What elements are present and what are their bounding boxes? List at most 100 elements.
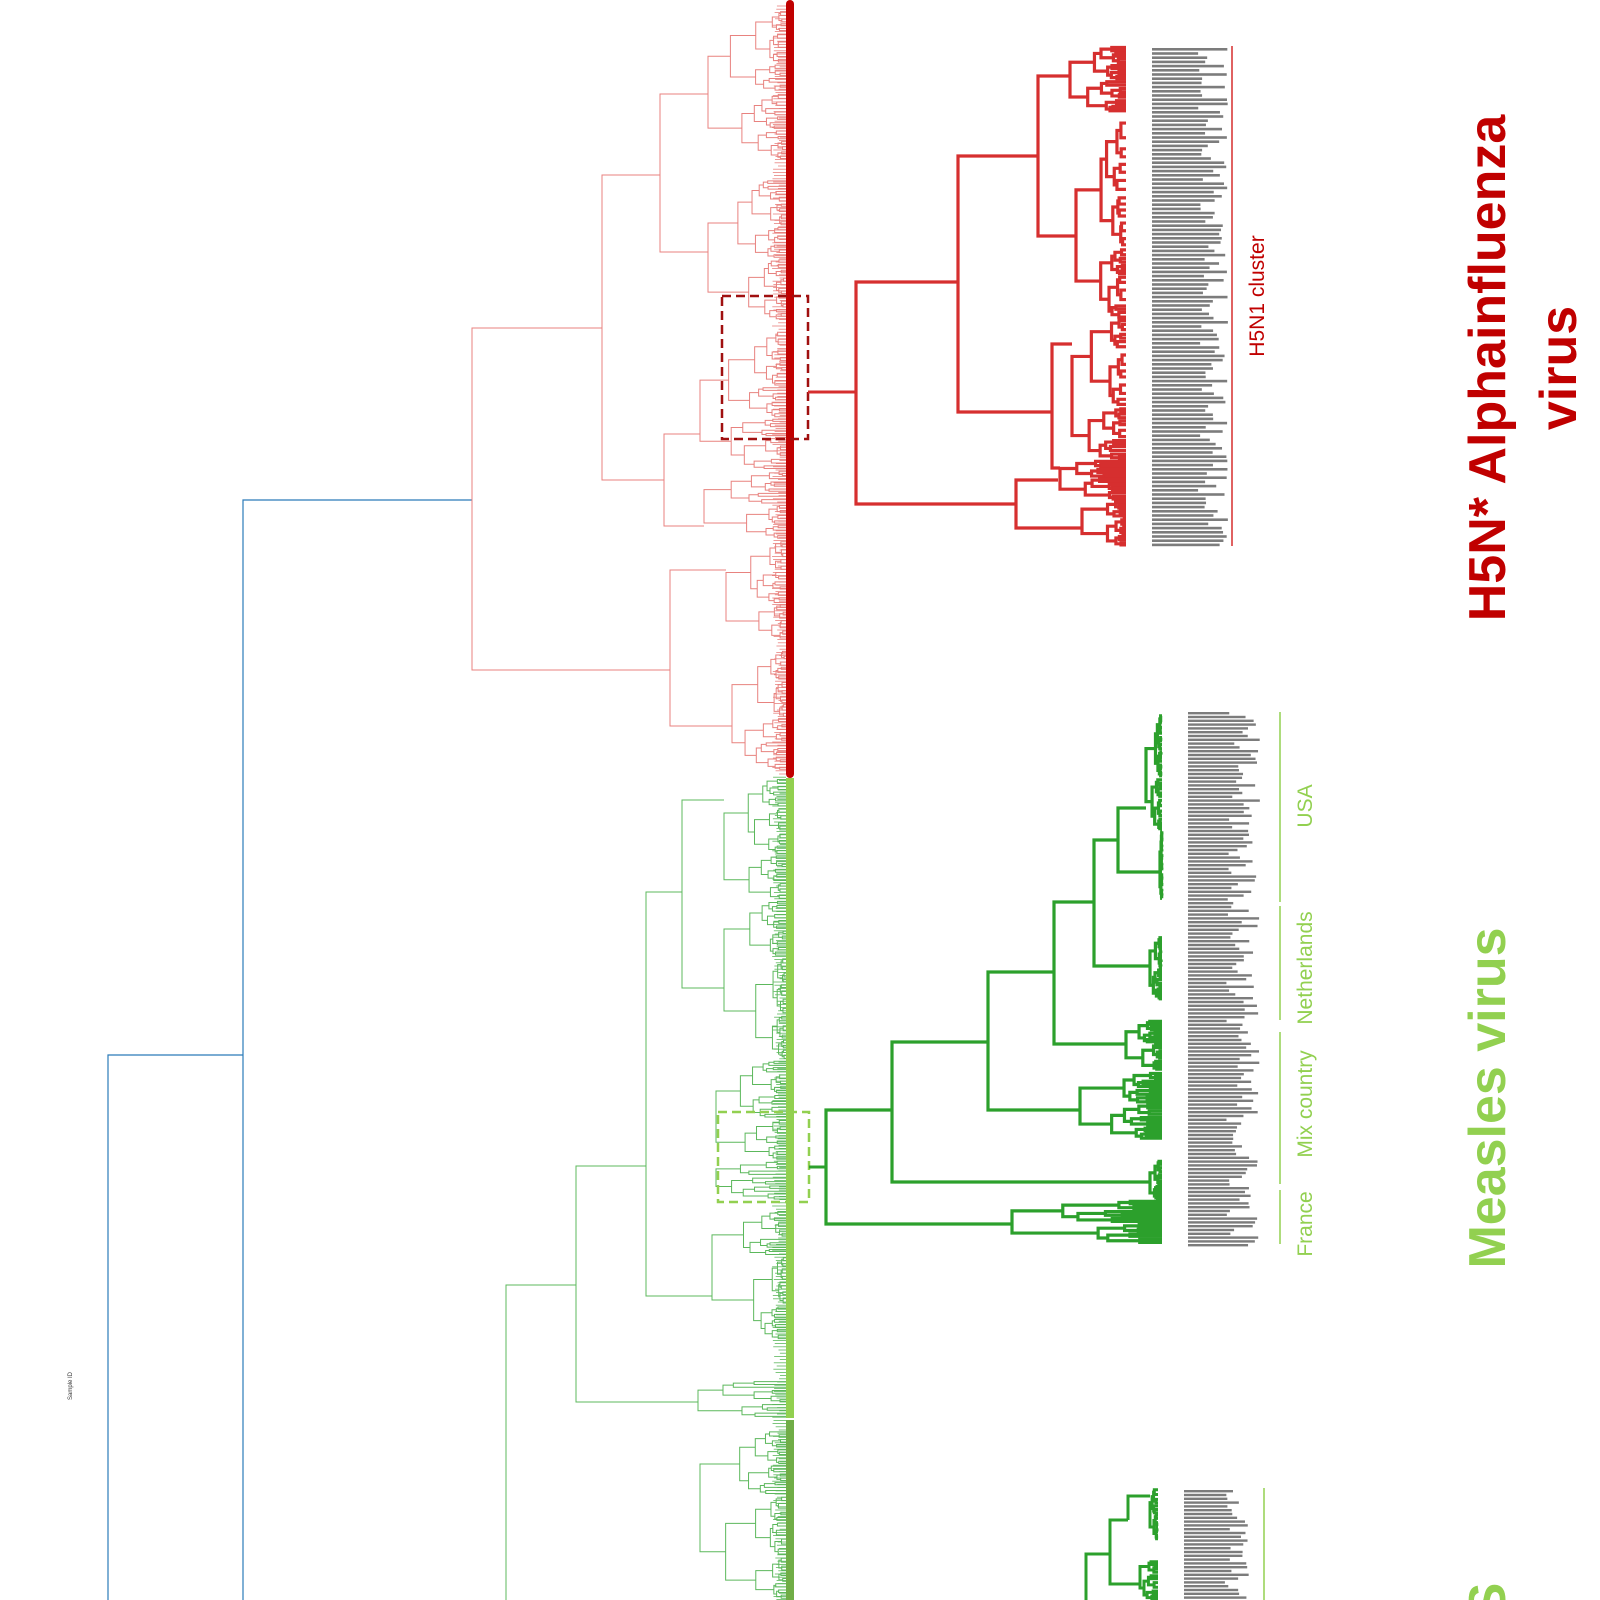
tree-branch (755, 69, 770, 85)
leaf-label-mark (1188, 947, 1240, 950)
tree-branch (1112, 439, 1126, 446)
leaf-label-mark (1188, 776, 1243, 779)
tree-branch (768, 508, 778, 521)
leaf-label-mark (1188, 833, 1249, 836)
tree-branch (1158, 972, 1162, 979)
leaf-label-mark (1188, 1232, 1231, 1235)
h5n1-cluster-label: H5N1 cluster (1246, 235, 1269, 356)
leaf-label-mark (1152, 190, 1214, 194)
leaf-label-mark (1152, 195, 1222, 198)
lower-zoom-leaf-labels (1184, 1490, 1249, 1599)
leaf-label-mark (1188, 951, 1254, 954)
tree-branch (1116, 358, 1122, 376)
tree-branch (765, 432, 786, 437)
tree-branch (774, 380, 786, 386)
tree-branch (1119, 526, 1126, 535)
tree-branch (761, 429, 786, 436)
tree-branch (777, 349, 786, 355)
tree-branch (1114, 536, 1122, 546)
tree-branch (773, 875, 786, 881)
leaf-label-mark (1188, 1217, 1258, 1220)
leaf-label-mark (1152, 367, 1213, 370)
leaf-label-mark (1188, 719, 1254, 722)
tree-branch (756, 1126, 773, 1141)
tree-branch (782, 630, 786, 635)
leaf-label-mark (1184, 1547, 1231, 1550)
tree-branch (1156, 801, 1161, 815)
tree-branch (782, 611, 786, 616)
leaf-label-mark (1152, 106, 1199, 110)
tree-branch (739, 1446, 756, 1482)
leaf-label-mark (1188, 936, 1231, 939)
leaf-label-mark (1152, 308, 1202, 311)
tree-branch (768, 1467, 777, 1478)
tree-branch (773, 244, 786, 248)
tree-branch (776, 1165, 786, 1170)
tree-branch (775, 687, 781, 700)
leaf-label-mark (1188, 1122, 1242, 1125)
tree-branch (748, 1472, 769, 1490)
tree-branch (776, 752, 786, 756)
leaf-label-mark (1188, 784, 1256, 787)
leaf-label-mark (1188, 814, 1252, 817)
leaf-label-mark (1188, 1179, 1230, 1182)
leaf-label-mark (1188, 753, 1251, 757)
tree-branch (778, 1119, 786, 1125)
tree-branch (768, 78, 786, 83)
tree-branch (1109, 321, 1120, 342)
leaf-label-mark (1152, 442, 1216, 446)
leaf-label-mark (1188, 803, 1244, 806)
tree-branch (1119, 369, 1126, 379)
tree-branch (1114, 304, 1126, 311)
leaf-label-mark (1152, 283, 1209, 286)
tree-branch (774, 1324, 786, 1328)
tree-branch (1099, 462, 1126, 469)
leaf-label-mark (1188, 731, 1243, 734)
tree-branch (1108, 444, 1126, 453)
tree-branch (956, 154, 1038, 282)
leaf-label-mark (1188, 1209, 1230, 1213)
tree-branch (1114, 51, 1126, 58)
leaf-label-mark (1188, 822, 1250, 825)
tree-branch (765, 1161, 778, 1169)
tree-branch (1137, 1223, 1162, 1229)
tree-branch (765, 1181, 786, 1185)
mix-country-label: Mix country (1294, 1050, 1317, 1158)
leaf-label-mark (1188, 1027, 1241, 1030)
tree-branch (757, 492, 786, 497)
tree-branch (1137, 1104, 1150, 1115)
tree-branch (777, 116, 786, 120)
leaf-label-mark (1152, 535, 1227, 538)
tree-branch (772, 1152, 778, 1159)
tree-branch (1154, 1074, 1162, 1081)
leaf-label-mark (1188, 1042, 1251, 1045)
tree-branch (776, 52, 786, 57)
tree-branch (779, 1229, 786, 1236)
tree-branch (1121, 237, 1126, 247)
tree-branch (1111, 494, 1126, 501)
tree-branch (761, 1215, 776, 1229)
leaf-label-mark (1188, 757, 1256, 760)
tree-branch (773, 693, 780, 712)
tree-branch (1148, 1031, 1162, 1039)
leaf-label-mark (1188, 772, 1244, 776)
leaf-label-mark (1152, 531, 1224, 534)
leaf-label-mark (1152, 375, 1206, 379)
tree-branch (1132, 1204, 1162, 1211)
tree-branch (645, 891, 712, 1297)
tree-branch (1158, 809, 1162, 818)
leaf-label-mark (1184, 1490, 1233, 1493)
tree-branch (1106, 65, 1112, 77)
tree-branch (764, 419, 773, 426)
tree-branch (779, 632, 786, 639)
tree-branch (1086, 86, 1107, 108)
tree-branch (1106, 1233, 1140, 1243)
leaf-label-mark (1152, 69, 1200, 72)
tree-branch (699, 379, 732, 442)
tree-branch (776, 874, 786, 878)
leaf-label-mark (1152, 337, 1219, 341)
tree-branch (773, 1319, 786, 1323)
tree-branch (779, 707, 784, 716)
leaf-label-mark (1188, 943, 1236, 947)
